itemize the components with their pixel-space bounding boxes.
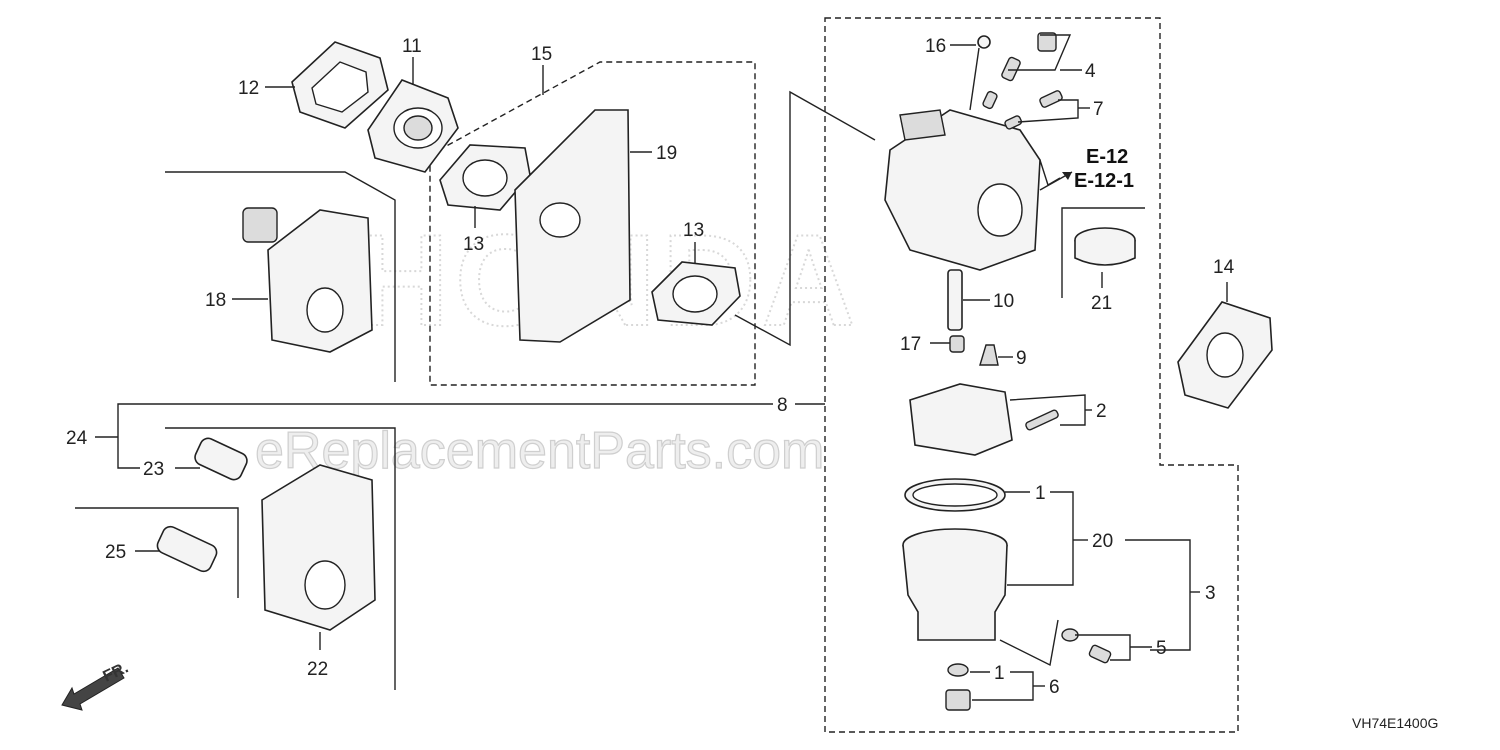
callout-1-upper: 1	[1035, 483, 1046, 504]
group-frames	[75, 17, 1239, 733]
callout-9: 9	[1016, 348, 1027, 369]
reference-e12: E-12	[1086, 146, 1128, 168]
oring-1	[904, 478, 1006, 512]
callout-5: 5	[1156, 638, 1167, 659]
callout-22: 22	[307, 659, 328, 680]
body-22	[261, 464, 376, 631]
callout-8: 8	[777, 395, 788, 416]
screw-5	[1061, 628, 1112, 664]
reference-e12-1: E-12-1	[1074, 170, 1134, 192]
insulator-11	[367, 79, 459, 173]
callout-24: 24	[66, 428, 88, 449]
gasket-14	[1177, 301, 1273, 409]
callout-6: 6	[1049, 677, 1060, 698]
callout-17: 17	[900, 334, 921, 355]
jet-9	[979, 344, 999, 366]
front-direction-arrow: FR.	[61, 659, 132, 711]
callout-19: 19	[656, 143, 677, 164]
gasket-13-left	[439, 144, 531, 211]
callout-1-lower: 1	[994, 663, 1005, 684]
callout-4: 4	[1085, 61, 1096, 82]
bolt-6	[945, 663, 971, 711]
screws-7	[1004, 90, 1063, 130]
parts-4	[982, 32, 1057, 110]
callout-21: 21	[1091, 293, 1112, 314]
drawing-code: VH74E1400G	[1352, 715, 1438, 731]
callout-13-left: 13	[463, 234, 484, 255]
callout-3: 3	[1205, 583, 1216, 604]
solenoid-23	[194, 437, 248, 481]
nozzle-10	[947, 269, 963, 331]
callout-14: 14	[1213, 257, 1235, 278]
float-bowl-20	[902, 528, 1008, 641]
callout-18: 18	[205, 290, 226, 311]
gasket-12	[291, 41, 389, 129]
site-watermark: eReplacementParts.com	[255, 422, 824, 480]
filter-25	[156, 525, 218, 573]
callout-15: 15	[531, 44, 552, 65]
body-18	[242, 207, 373, 353]
callout-16: 16	[925, 36, 946, 57]
callout-23: 23	[143, 459, 164, 480]
screw-16	[969, 35, 991, 111]
carburetor-main	[884, 109, 1041, 271]
float-2	[909, 383, 1059, 456]
cap-21	[1074, 227, 1136, 266]
callout-labels: 12 11 15 19 13 13 18 8 24 23 25 22 16 4 …	[66, 36, 1235, 698]
reference-arrow	[1039, 171, 1073, 191]
plate-19	[514, 109, 631, 343]
callout-13-right: 13	[683, 220, 704, 241]
callout-25: 25	[105, 542, 126, 563]
jet-17	[949, 335, 965, 353]
callout-20: 20	[1092, 531, 1113, 552]
callout-12: 12	[238, 78, 259, 99]
callout-11: 11	[402, 36, 422, 57]
callout-7: 7	[1093, 99, 1104, 120]
callout-2: 2	[1096, 401, 1107, 422]
fr-label: FR.	[101, 659, 132, 685]
gasket-13-right	[651, 261, 741, 326]
callout-10: 10	[993, 291, 1014, 312]
leader-lines	[95, 34, 1228, 701]
